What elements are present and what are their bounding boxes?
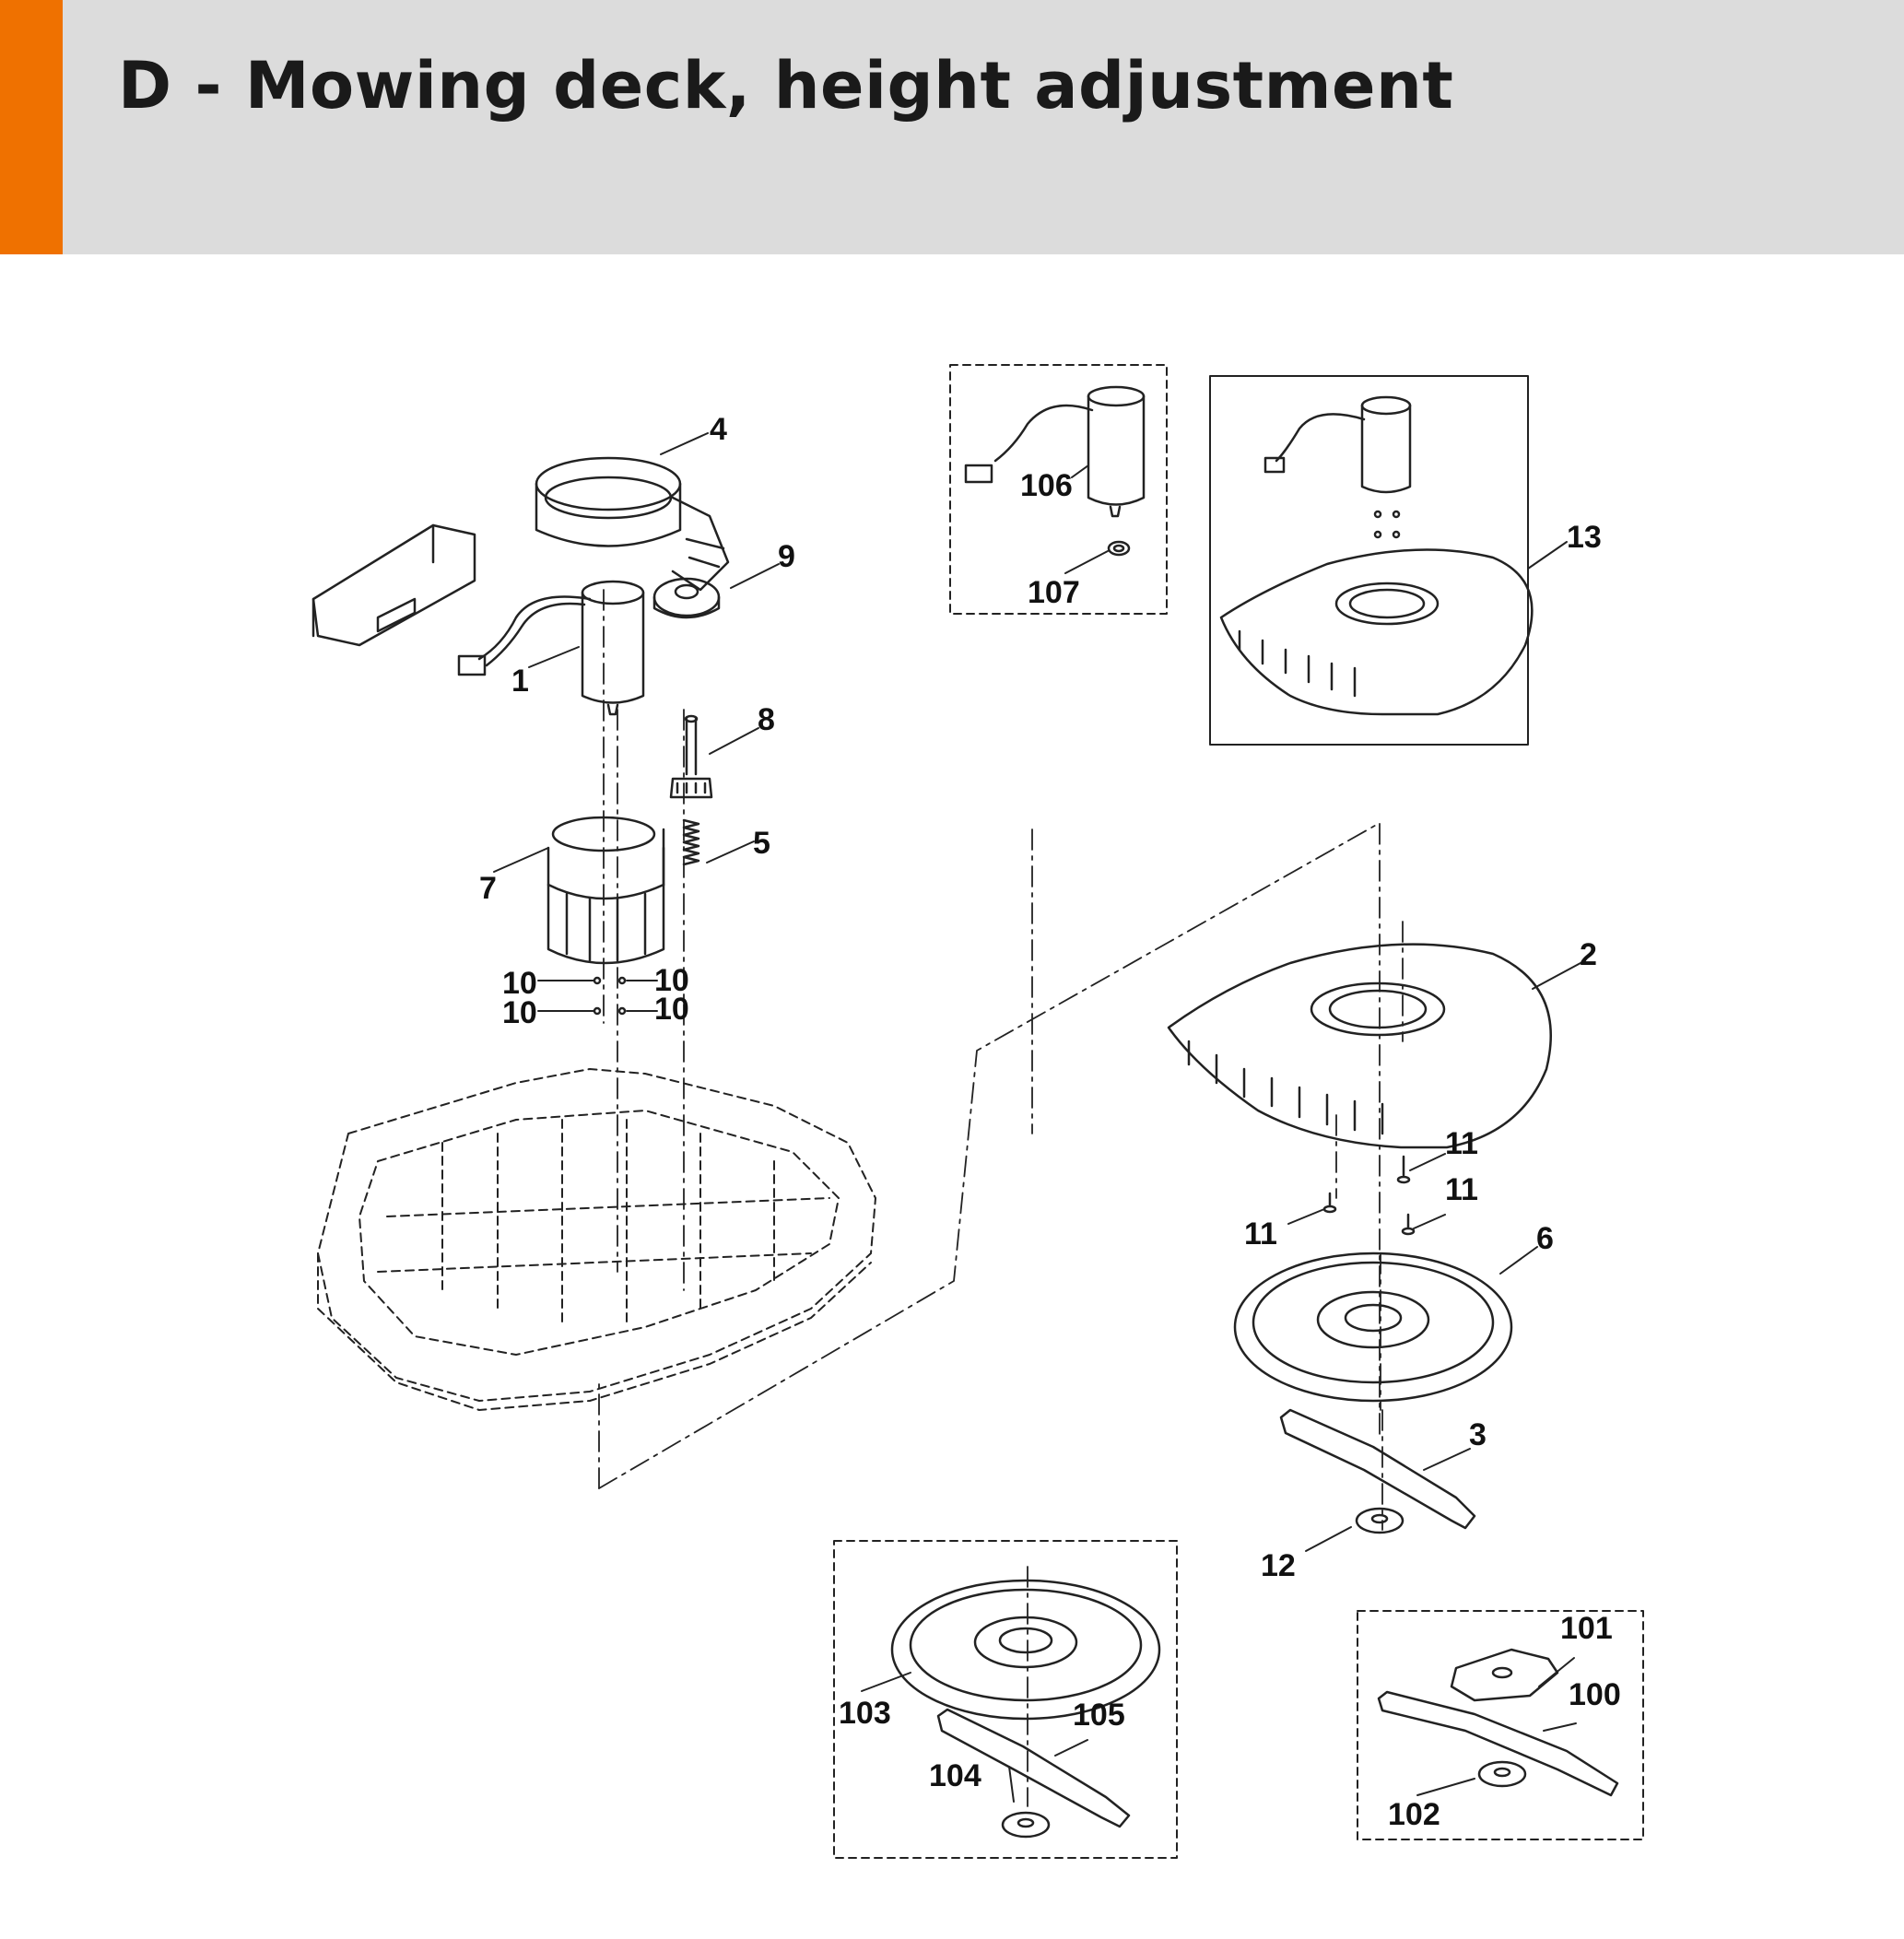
header-accent-stripe [0,0,63,254]
callout-9: 9 [778,539,795,574]
callout-10-top-right: 10 [654,963,689,998]
mulching-blade-hub [1477,1760,1527,1788]
deck-cover [1167,943,1552,1149]
callout-104: 104 [929,1758,981,1793]
drive-shaft [669,714,713,799]
replacement-washer [1107,540,1131,557]
callout-1: 1 [511,664,529,699]
callout-11-right: 11 [1445,1172,1478,1207]
leader-lines [493,432,1581,1803]
blade-hub [1355,1507,1404,1534]
cutting-blade [1279,1408,1476,1530]
callout-101: 101 [1560,1611,1613,1646]
callout-5: 5 [753,826,770,861]
deck-screws [1322,1155,1416,1236]
callout-4: 4 [710,412,727,447]
inset-13-deck-cover [1219,548,1534,716]
assembly-guide-lines [598,589,1404,1807]
callout-7: 7 [479,871,497,906]
alt-blade-hub [1001,1811,1051,1839]
replacement-motor [964,385,1146,518]
alt-cutting-disc [890,1579,1161,1721]
inset-13-motor [1263,395,1412,539]
alt-cutting-blade [936,1708,1131,1828]
inset-box-106-107 [949,364,1168,615]
callout-107: 107 [1028,575,1080,610]
callout-11-left: 11 [1244,1216,1277,1252]
callout-106: 106 [1020,468,1073,503]
chassis-housing [317,1068,876,1411]
callout-11-upper: 11 [1445,1126,1478,1161]
compression-spring [682,818,700,866]
header-bar: D - Mowing deck, height adjustment [0,0,1904,254]
callout-10-bottom-right: 10 [654,992,689,1027]
inset-box-103-105 [833,1540,1178,1859]
carrier-plate [1450,1648,1559,1702]
callout-100: 100 [1569,1677,1621,1712]
cutting-disc [1233,1252,1513,1403]
inset-box-13 [1209,375,1529,746]
callout-102: 102 [1388,1797,1440,1832]
callout-13: 13 [1567,520,1602,555]
callout-10-top-left: 10 [502,966,537,1001]
inset-box-100-102 [1357,1610,1644,1840]
gear-wheel [652,577,721,619]
callout-10-bottom-left: 10 [502,995,537,1030]
height-adjust-ring [535,456,730,592]
callout-12: 12 [1261,1548,1296,1583]
callout-105: 105 [1073,1698,1125,1733]
callout-2: 2 [1580,937,1597,972]
control-bracket [311,523,476,647]
housing-screws [593,976,627,1016]
callout-6: 6 [1536,1221,1554,1256]
callout-103: 103 [839,1696,891,1731]
callout-3: 3 [1469,1417,1487,1452]
callout-8: 8 [758,702,775,737]
page-title: D - Mowing deck, height adjustment [118,48,1454,123]
motor-housing [547,816,665,965]
callout-labels: 4 9 1 8 5 7 10 10 10 10 2 11 11 11 6 3 1… [479,412,1621,1832]
mulching-blade [1377,1690,1619,1797]
height-adjust-motor [457,580,645,716]
